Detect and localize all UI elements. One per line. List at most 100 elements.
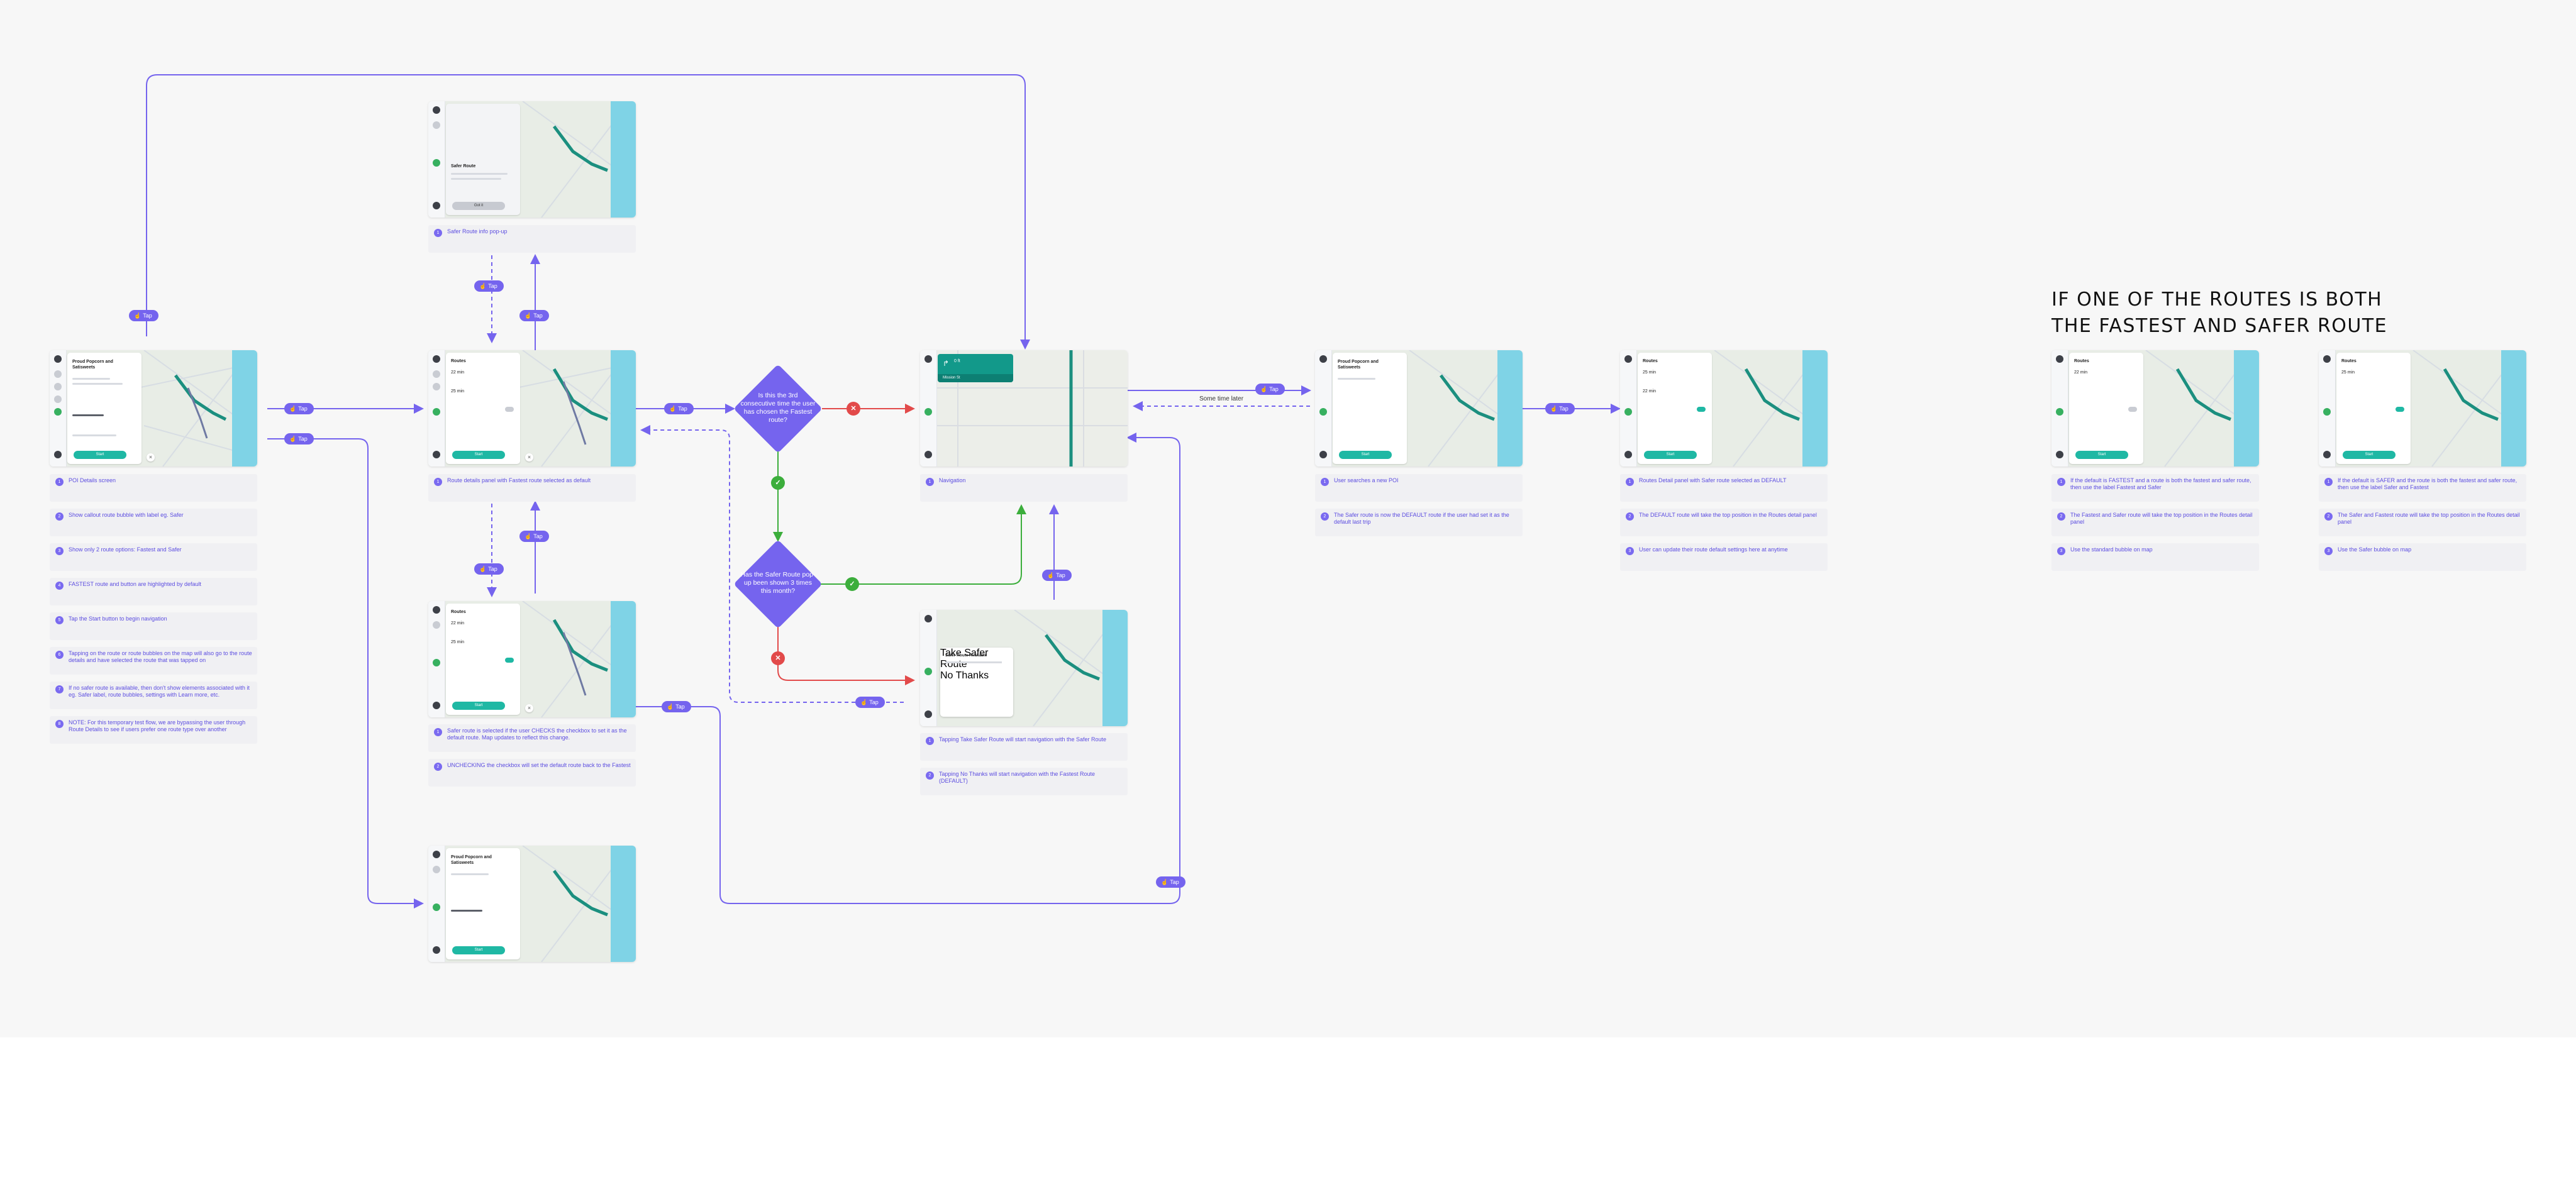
rail-icon[interactable] — [433, 659, 440, 666]
route-option-safer[interactable]: 25 min — [451, 640, 465, 644]
rail-icon[interactable] — [433, 866, 440, 873]
rail-icon[interactable] — [54, 451, 62, 458]
start-button[interactable]: Start — [1339, 451, 1392, 459]
text-line — [72, 383, 123, 385]
poi-title: Proud Popcorn and Satisweets — [451, 855, 492, 865]
rail-icon[interactable] — [433, 408, 440, 416]
rail-icon[interactable] — [924, 408, 932, 416]
turn-arrow-icon: ↱ — [943, 359, 950, 368]
start-button[interactable]: Start — [2343, 451, 2396, 459]
avatar[interactable] — [2323, 355, 2331, 363]
avatar[interactable] — [1319, 355, 1327, 363]
avatar[interactable] — [2056, 355, 2063, 363]
rail-icon[interactable] — [2323, 451, 2331, 458]
rail-icon[interactable] — [433, 621, 440, 629]
default-route-checkbox[interactable] — [505, 658, 514, 663]
routes-panel: Routes 25 min Start — [2336, 353, 2411, 464]
avatar[interactable] — [433, 851, 440, 858]
route-option-safer[interactable]: 25 min — [451, 389, 465, 394]
got-it-button[interactable]: Got it — [452, 202, 505, 210]
poi-panel: Proud Popcorn and Satisweets Start — [67, 353, 142, 464]
avatar[interactable] — [1624, 355, 1632, 363]
default-route-checkbox[interactable] — [2396, 407, 2404, 412]
close-icon[interactable]: × — [147, 453, 155, 461]
rail-icon[interactable] — [924, 668, 932, 675]
avatar[interactable] — [433, 355, 440, 363]
rail-icon[interactable] — [433, 702, 440, 709]
rail-icon[interactable] — [433, 451, 440, 458]
rail-icon[interactable] — [2323, 408, 2331, 416]
route-option-fastest[interactable]: 22 min — [451, 370, 465, 375]
rail-icon[interactable] — [54, 383, 62, 390]
rail-icon[interactable] — [1624, 408, 1632, 416]
route-option-safer[interactable]: 25 min — [1643, 370, 1657, 375]
start-button[interactable]: Start — [452, 702, 505, 710]
side-rail — [920, 610, 937, 726]
route-option-fastest[interactable]: 22 min — [451, 621, 465, 626]
rail-icon[interactable] — [54, 395, 62, 403]
avatar[interactable] — [433, 606, 440, 614]
rail-icon[interactable] — [1319, 451, 1327, 458]
close-icon[interactable]: × — [525, 453, 533, 461]
avatar[interactable] — [54, 355, 62, 363]
rail-icon[interactable] — [433, 383, 440, 390]
rail-icon[interactable] — [433, 946, 440, 954]
rail-icon[interactable] — [433, 159, 440, 167]
no-thanks-button[interactable]: No Thanks — [940, 670, 989, 681]
tap-pill: ☝Tap — [474, 280, 504, 292]
side-rail — [428, 101, 445, 218]
rail-icon[interactable] — [2056, 451, 2063, 458]
start-button[interactable]: Start — [74, 451, 126, 459]
rail-icon[interactable] — [433, 370, 440, 378]
rail-icon[interactable] — [1624, 451, 1632, 458]
avatar[interactable] — [924, 615, 932, 622]
default-route-checkbox[interactable] — [505, 407, 514, 412]
tap-pill: ☝Tap — [662, 701, 691, 712]
side-rail — [428, 846, 445, 962]
rail-icon[interactable] — [54, 370, 62, 378]
rail-icon[interactable] — [924, 710, 932, 718]
tap-pill: ☝Tap — [474, 563, 504, 575]
start-button[interactable]: Start — [452, 451, 505, 459]
avatar[interactable] — [433, 106, 440, 114]
default-route-checkbox[interactable] — [1697, 407, 1706, 412]
dialog-title: Safer Route Available — [945, 653, 987, 658]
tap-pill: ☝Tap — [855, 697, 885, 708]
side-rail — [428, 350, 445, 467]
rail-icon[interactable] — [433, 202, 440, 209]
start-button[interactable]: Start — [2075, 451, 2128, 459]
start-button[interactable]: Start — [1644, 451, 1697, 459]
turn-instruction-banner: ↱ 0 ft Mission St — [938, 354, 1013, 382]
rail-icon[interactable] — [433, 121, 440, 129]
route-option-fastest[interactable]: 22 min — [1643, 389, 1657, 394]
rail-icon[interactable] — [2056, 408, 2063, 416]
hand-icon: ☝ — [1161, 879, 1169, 885]
edge-routesb-poi2 — [636, 433, 1180, 904]
side-rail — [1620, 350, 1637, 467]
safer-route-dialog: Safer Route Available Take Safer Route N… — [940, 648, 1013, 717]
rail-icon[interactable] — [433, 903, 440, 911]
route-option-safer[interactable]: 25 min — [2341, 370, 2355, 375]
close-icon[interactable]: × — [525, 704, 533, 712]
avatar[interactable] — [924, 355, 932, 363]
routes-panel: Routes 22 min 25 min Start — [446, 604, 520, 715]
take-safer-route-button[interactable]: Take Safer Route — [940, 648, 989, 670]
hand-icon: ☝ — [525, 312, 532, 319]
rail-icon[interactable] — [54, 408, 62, 416]
default-route-checkbox[interactable] — [2128, 407, 2137, 412]
start-button[interactable]: Start — [452, 946, 505, 954]
tap-pill: ☝Tap — [1255, 384, 1285, 395]
rail-icon[interactable] — [1319, 408, 1327, 416]
edge-popup-routes — [640, 425, 904, 703]
route-option-fastest[interactable]: 22 min — [2074, 370, 2088, 375]
hand-icon: ☝ — [289, 436, 297, 442]
rail-icon[interactable] — [924, 451, 932, 458]
